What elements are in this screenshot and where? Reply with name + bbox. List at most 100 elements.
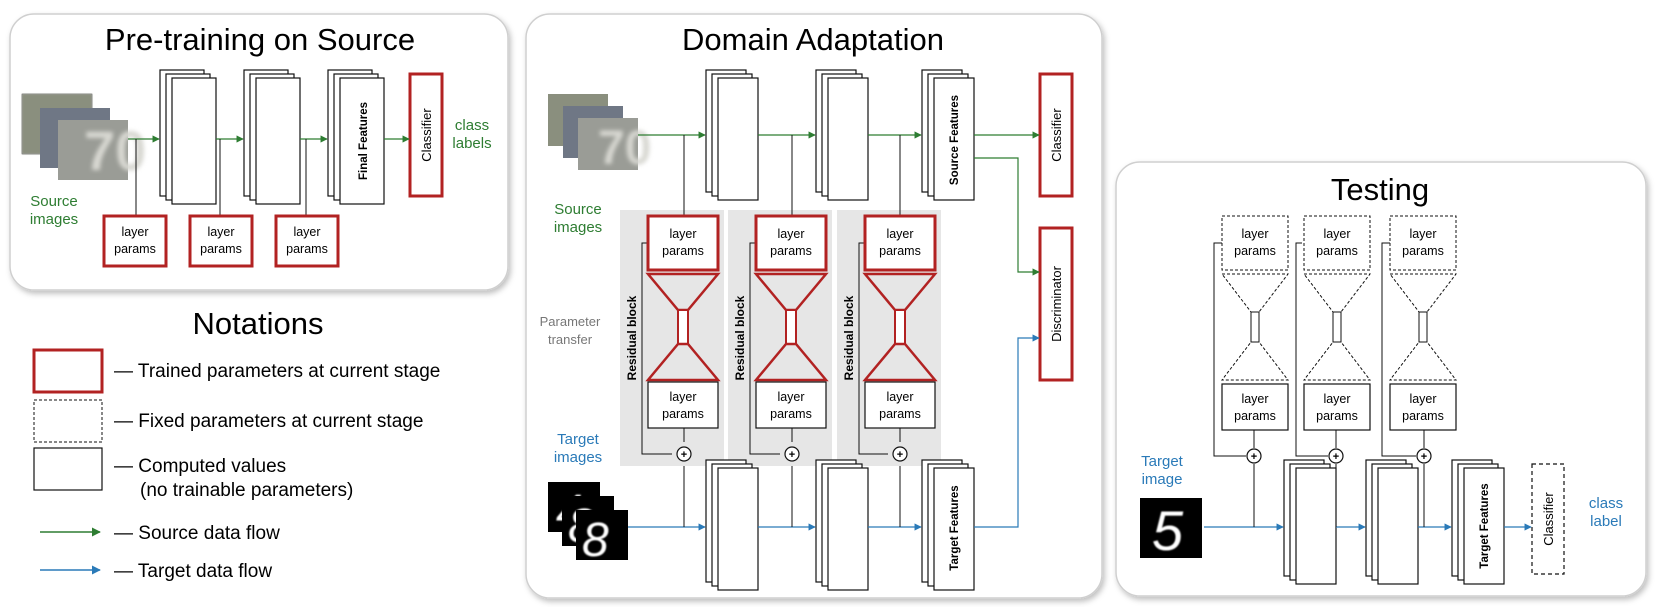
testing-panel: Testing Target image 5 Target Features C… xyxy=(1115,161,1647,597)
adaptation-target-images-icon: 4 8 8 xyxy=(548,482,628,567)
test-image-icon: 5 xyxy=(1140,498,1202,562)
svg-text:layer: layer xyxy=(1323,227,1350,241)
residual-block-label: Residual block xyxy=(733,295,747,380)
svg-text:layer: layer xyxy=(293,225,320,239)
param-connectors xyxy=(135,139,307,218)
pretraining-title: Pre-training on Source xyxy=(105,22,415,57)
svg-text:params: params xyxy=(200,242,242,256)
residual-block-2: layer params layer params + Residual blo… xyxy=(733,135,829,527)
test-target-features-stack xyxy=(1451,459,1505,585)
target-stack-2 xyxy=(815,459,869,591)
svg-text:70: 70 xyxy=(84,119,146,182)
svg-text:layer: layer xyxy=(777,390,804,404)
layer-params-trained-2: layer params xyxy=(188,214,254,268)
svg-text:layer: layer xyxy=(1241,227,1268,241)
svg-text:layer: layer xyxy=(1323,392,1350,406)
svg-text:70: 70 xyxy=(598,122,651,175)
test-target-features-label: Target Features xyxy=(1479,483,1491,568)
svg-text:params: params xyxy=(662,407,704,421)
notation-source-flow: — Source data flow xyxy=(114,523,280,544)
testing-target-label-2: image xyxy=(1142,471,1183,488)
svg-text:layer: layer xyxy=(669,227,696,241)
svg-text:5: 5 xyxy=(1152,499,1184,562)
source-stack-1 xyxy=(705,69,759,201)
notation-target-flow: — Target data flow xyxy=(114,561,272,582)
source-label-line2: images xyxy=(30,211,78,228)
svg-text:layer: layer xyxy=(886,390,913,404)
svg-text:layer: layer xyxy=(1409,227,1436,241)
svg-text:layer: layer xyxy=(777,227,804,241)
source-images-stack-icon: 70 xyxy=(21,93,146,182)
adaptation-classifier-label: Classifier xyxy=(1049,108,1064,162)
residual-block-1: layer params layer params + Residual blo… xyxy=(625,135,721,527)
plus-icon: + xyxy=(681,449,687,461)
svg-text:params: params xyxy=(1316,409,1358,423)
test-stack-1 xyxy=(1283,459,1337,585)
adaptation-source-flow xyxy=(638,131,1040,276)
source-stack-2 xyxy=(815,69,869,201)
pretraining-panel: Pre-training on Source 70 Source images … xyxy=(9,13,509,291)
plus-icon: + xyxy=(1333,451,1339,463)
svg-text:params: params xyxy=(286,242,328,256)
parameter-transfer-label-2: transfer xyxy=(548,332,593,347)
final-features-label: Final Features xyxy=(358,102,370,180)
svg-text:params: params xyxy=(1234,244,1276,258)
class-label-line2: label xyxy=(1590,513,1622,530)
source-features-stack xyxy=(921,69,975,201)
adaptation-target-flow xyxy=(628,334,1040,531)
class-label-line1: class xyxy=(1589,495,1623,512)
notations-legend: Notations — Trained parameters at curren… xyxy=(32,306,440,582)
adaptation-source-images-icon: 70 xyxy=(548,94,651,175)
svg-text:params: params xyxy=(879,244,921,258)
target-features-label: Target Features xyxy=(949,485,961,570)
test-residual-block-1: layer params layer params + xyxy=(1213,215,1290,527)
test-stack-2 xyxy=(1365,459,1419,585)
plus-icon: + xyxy=(789,449,795,461)
feature-stack-1 xyxy=(159,69,217,205)
residual-block-3: layer params layer params + Residual blo… xyxy=(842,135,938,527)
svg-text:layer: layer xyxy=(1241,392,1268,406)
svg-text:params: params xyxy=(770,407,812,421)
target-stack-1 xyxy=(705,459,759,591)
feature-stack-2 xyxy=(243,69,301,205)
svg-text:layer: layer xyxy=(669,390,696,404)
test-residual-block-3: layer params layer params + xyxy=(1381,215,1458,527)
target-features-stack xyxy=(921,459,975,591)
adaptation-panel: Domain Adaptation 70 Source images Param… xyxy=(525,13,1103,599)
svg-text:params: params xyxy=(1234,409,1276,423)
test-classifier-box xyxy=(1531,463,1565,575)
svg-text:params: params xyxy=(770,244,812,258)
svg-text:layer: layer xyxy=(121,225,148,239)
adaptation-target-label-1: Target xyxy=(557,431,600,448)
adaptation-source-label-1: Source xyxy=(554,201,602,218)
svg-text:params: params xyxy=(1402,409,1444,423)
class-labels-line1: class xyxy=(455,117,489,134)
discriminator-box xyxy=(1038,226,1074,382)
source-label-line1: Source xyxy=(30,193,78,210)
plus-icon: + xyxy=(1421,451,1427,463)
svg-text:params: params xyxy=(879,407,921,421)
test-classifier-label: Classifier xyxy=(1541,492,1556,546)
svg-text:params: params xyxy=(1316,244,1358,258)
layer-params-trained-3: layer params xyxy=(274,214,340,268)
source-features-label: Source Features xyxy=(949,95,961,185)
adaptation-source-label-2: images xyxy=(554,219,602,236)
plus-icon: + xyxy=(1251,451,1257,463)
computed-notation-box xyxy=(33,447,103,491)
classifier-box xyxy=(408,72,444,198)
notation-fixed: — Fixed parameters at current stage xyxy=(114,411,423,432)
svg-text:layer: layer xyxy=(1409,392,1436,406)
svg-text:layer: layer xyxy=(886,227,913,241)
notation-computed: — Computed values xyxy=(114,456,286,477)
svg-text:params: params xyxy=(1402,244,1444,258)
final-features-stack xyxy=(327,69,385,205)
residual-block-label: Residual block xyxy=(625,295,639,380)
svg-text:params: params xyxy=(114,242,156,256)
test-residual-block-2: layer params layer params + xyxy=(1295,215,1372,527)
notation-trained: — Trained parameters at current stage xyxy=(114,361,440,382)
trained-notation-box xyxy=(32,348,104,394)
svg-text:layer: layer xyxy=(207,225,234,239)
notation-computed-sub: (no trainable parameters) xyxy=(140,480,353,501)
parameter-transfer-label-1: Parameter xyxy=(540,314,601,329)
